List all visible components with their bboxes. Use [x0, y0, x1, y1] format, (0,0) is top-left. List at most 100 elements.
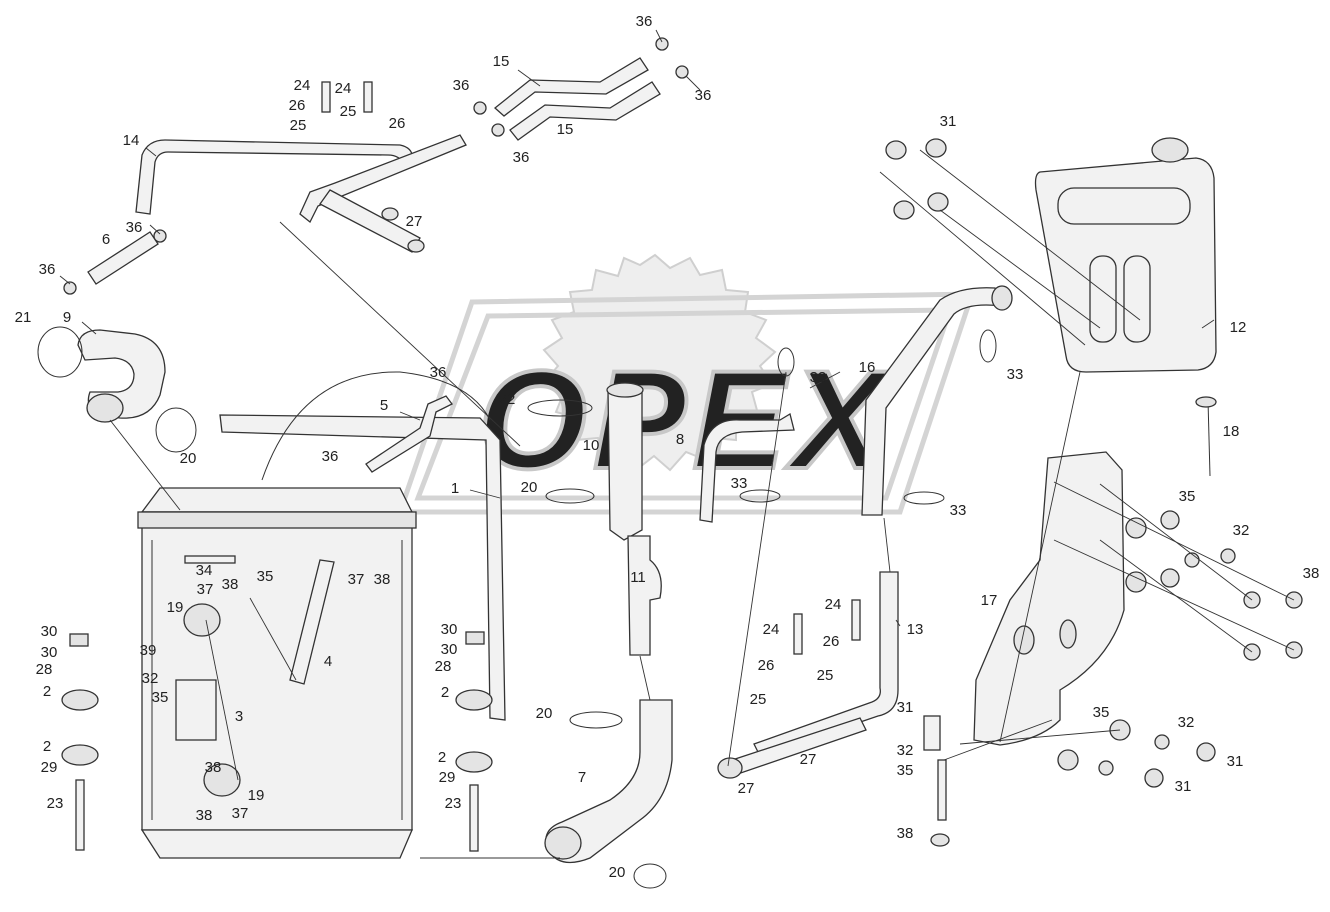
- washer-35-d: [1160, 568, 1180, 588]
- leader-line: [249, 597, 297, 681]
- bolt-31-a: [885, 140, 907, 160]
- callout-33: 33: [950, 502, 967, 519]
- clamp-36-f: [63, 281, 77, 295]
- clamp-36-c: [491, 123, 505, 137]
- right-pipes: [717, 285, 1013, 779]
- leader-line: [879, 171, 1086, 346]
- watermark-frame-outer: [396, 291, 976, 515]
- hose-6: [87, 231, 159, 285]
- callout-31: 31: [940, 113, 957, 130]
- bolt-24-b: [363, 81, 373, 113]
- tank-filler-cap: [1151, 137, 1189, 163]
- callout-37: 37: [197, 581, 214, 598]
- callout-13: 13: [907, 621, 924, 638]
- central-pipes: [365, 382, 795, 656]
- callout-36: 36: [39, 261, 56, 278]
- callout-36: 36: [430, 364, 447, 381]
- mount-19-lower: [203, 763, 241, 797]
- callout-12: 12: [1230, 319, 1247, 336]
- callout-27: 27: [738, 780, 755, 797]
- pipe-10: [607, 389, 643, 541]
- callout-8: 8: [676, 431, 684, 448]
- bolt-31-d: [927, 192, 949, 212]
- hose-9-end: [86, 393, 124, 423]
- callout-34: 34: [196, 562, 213, 579]
- callout-35: 35: [1093, 704, 1110, 721]
- nut-30-right: [465, 631, 485, 645]
- dipstick-18: [1207, 399, 1211, 477]
- callout-38: 38: [897, 825, 914, 842]
- pad-2-right-upper: [455, 689, 493, 711]
- callout-7: 7: [578, 769, 586, 786]
- callout-33: 33: [810, 369, 827, 386]
- callout-33: 33: [1007, 366, 1024, 383]
- callout-32: 32: [1178, 714, 1195, 731]
- washer-32-c: [1154, 734, 1170, 750]
- callout-26: 26: [389, 115, 406, 132]
- callout-27: 27: [800, 751, 817, 768]
- washer-35-c: [1125, 571, 1147, 593]
- callout-3: 3: [235, 708, 243, 725]
- leader-line: [999, 371, 1081, 743]
- callout-38: 38: [196, 807, 213, 824]
- tank-slot-right: [1123, 255, 1151, 343]
- callout-38: 38: [205, 759, 222, 776]
- callout-2: 2: [43, 683, 51, 700]
- pad-2-right-lower: [455, 751, 493, 773]
- callout-5: 5: [380, 397, 388, 414]
- bolt-31-c: [893, 200, 915, 220]
- leader-line: [279, 221, 521, 447]
- callout-32: 32: [142, 670, 159, 687]
- leader-line: [205, 619, 239, 781]
- bolt-24-a: [321, 81, 331, 113]
- bolt-23-left: [75, 779, 85, 851]
- callout-22: 22: [499, 391, 516, 408]
- leader-line: [149, 224, 161, 235]
- hose-15-lower: [509, 81, 661, 141]
- clamp-33-mid: [739, 489, 781, 503]
- clamp-33-right: [903, 491, 945, 505]
- callout-20: 20: [180, 450, 197, 467]
- callout-36: 36: [126, 219, 143, 236]
- bolt-31-e: [1196, 742, 1216, 762]
- bracket-pipe-end: [717, 757, 743, 779]
- leader-line: [655, 29, 663, 43]
- callout-15: 15: [493, 53, 510, 70]
- callout-31: 31: [897, 699, 914, 716]
- pipe-10-top: [606, 382, 644, 398]
- washer-35-a: [1125, 517, 1147, 539]
- callout-35: 35: [152, 689, 169, 706]
- washer-32-a: [1220, 548, 1236, 564]
- nut-30-left: [69, 633, 89, 647]
- tank-window-top: [1057, 187, 1191, 225]
- clamp-33-tank: [979, 329, 997, 363]
- bracket-hole-2: [1059, 619, 1077, 649]
- callout-30: 30: [441, 641, 458, 658]
- leader-line: [919, 149, 1141, 321]
- pipe-8: [699, 412, 795, 523]
- clamp-36-e: [153, 229, 167, 243]
- callout-36: 36: [513, 149, 530, 166]
- watermark-text: OPEX: [478, 341, 893, 498]
- callout-2: 2: [438, 749, 446, 766]
- clamp-20-lower-b: [633, 863, 667, 889]
- callout-21: 21: [15, 309, 32, 326]
- hose-15-upper: [493, 57, 649, 117]
- pad-2-left-lower: [61, 744, 99, 766]
- callout-4: 4: [324, 653, 332, 670]
- callout-36: 36: [453, 77, 470, 94]
- clamp-21: [37, 326, 83, 378]
- mount-19-upper: [183, 603, 221, 637]
- leader-line: [883, 517, 891, 573]
- watermark-logo: OPEX: [396, 253, 976, 515]
- washer-35-b: [1160, 510, 1180, 530]
- callout-29: 29: [41, 759, 58, 776]
- bracket-hole-1: [1013, 625, 1035, 655]
- callout-30: 30: [41, 644, 58, 661]
- pipe-16-end: [991, 285, 1013, 311]
- bolt-31-b: [925, 138, 947, 158]
- pad-2-left-upper: [61, 689, 99, 711]
- callout-35: 35: [257, 568, 274, 585]
- callout-25: 25: [340, 103, 357, 120]
